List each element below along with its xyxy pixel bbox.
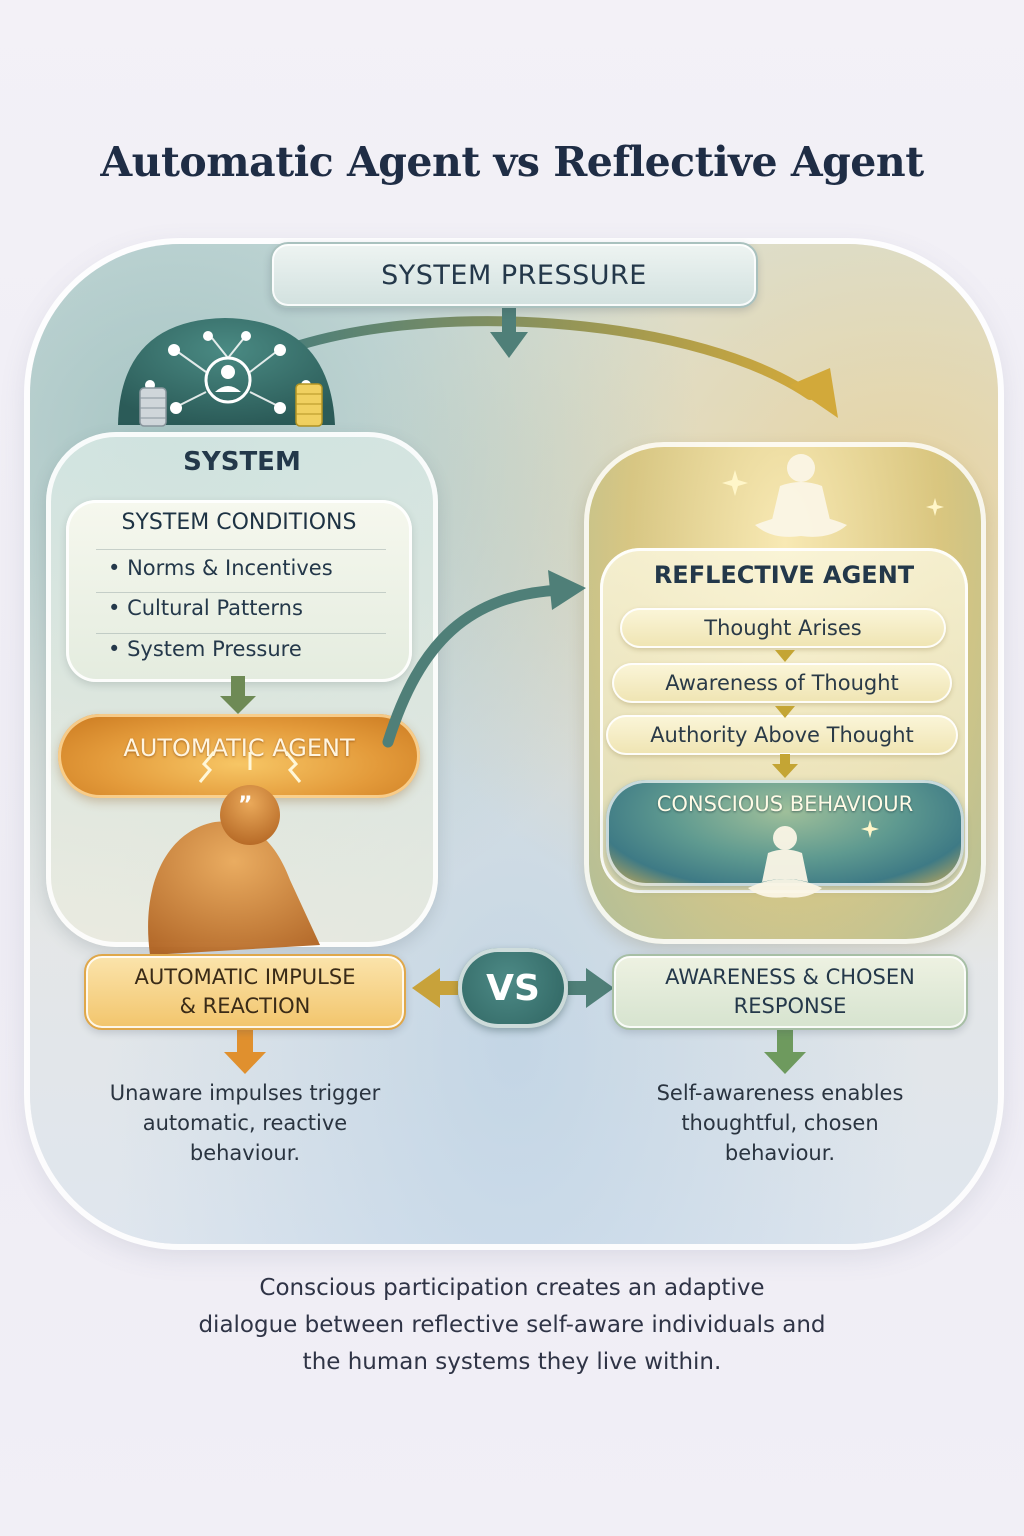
footer-summary: Conscious participation creates an adapt…: [198, 1275, 826, 1375]
condition-item: • Cultural Patterns: [108, 596, 303, 620]
vs-badge: VS: [458, 948, 568, 1028]
bullet: •: [108, 556, 121, 580]
automatic-caption: Unaware impulses trigger automatic, reac…: [109, 1081, 381, 1165]
system-label: SYSTEM: [183, 447, 301, 477]
bullet: •: [108, 637, 121, 661]
reflective-caption: Self-awareness enables thoughtful, chose…: [656, 1081, 904, 1165]
conditions-divider: [96, 592, 386, 593]
automatic-agent-label: AUTOMATIC AGENT: [123, 734, 355, 762]
step-authority-above-thought: Authority Above Thought: [606, 715, 958, 755]
system-pressure-header: SYSTEM PRESSURE: [270, 242, 758, 308]
conditions-divider: [96, 549, 386, 550]
people-network-icon: [118, 318, 335, 425]
reflective-agent-label: REFLECTIVE AGENT: [653, 561, 915, 589]
automatic-agent-box: [58, 714, 420, 798]
system-conditions-box: [66, 500, 412, 682]
automatic-impulse-box: AUTOMATIC IMPULSE & REACTION: [84, 954, 406, 1030]
page-title: Automatic Agent vs Reflective Agent: [100, 138, 924, 186]
pressure-down-arrow: [490, 306, 528, 358]
coin-stack-icon: [139, 383, 323, 427]
step-thought-arises: Thought Arises: [620, 608, 946, 648]
conditions-divider: [96, 633, 386, 634]
pressure-to-reflective-arrow: [295, 316, 838, 418]
chosen-response-box: AWARENESS & CHOSEN RESPONSE: [612, 954, 968, 1030]
condition-item: • Norms & Incentives: [108, 556, 333, 580]
step-awareness-of-thought: Awareness of Thought: [612, 663, 952, 703]
bullet: •: [108, 596, 121, 620]
conscious-behaviour-label: CONSCIOUS BEHAVIOUR: [656, 792, 914, 816]
condition-item: • System Pressure: [108, 637, 302, 661]
system-conditions-title: SYSTEM CONDITIONS: [121, 510, 357, 535]
